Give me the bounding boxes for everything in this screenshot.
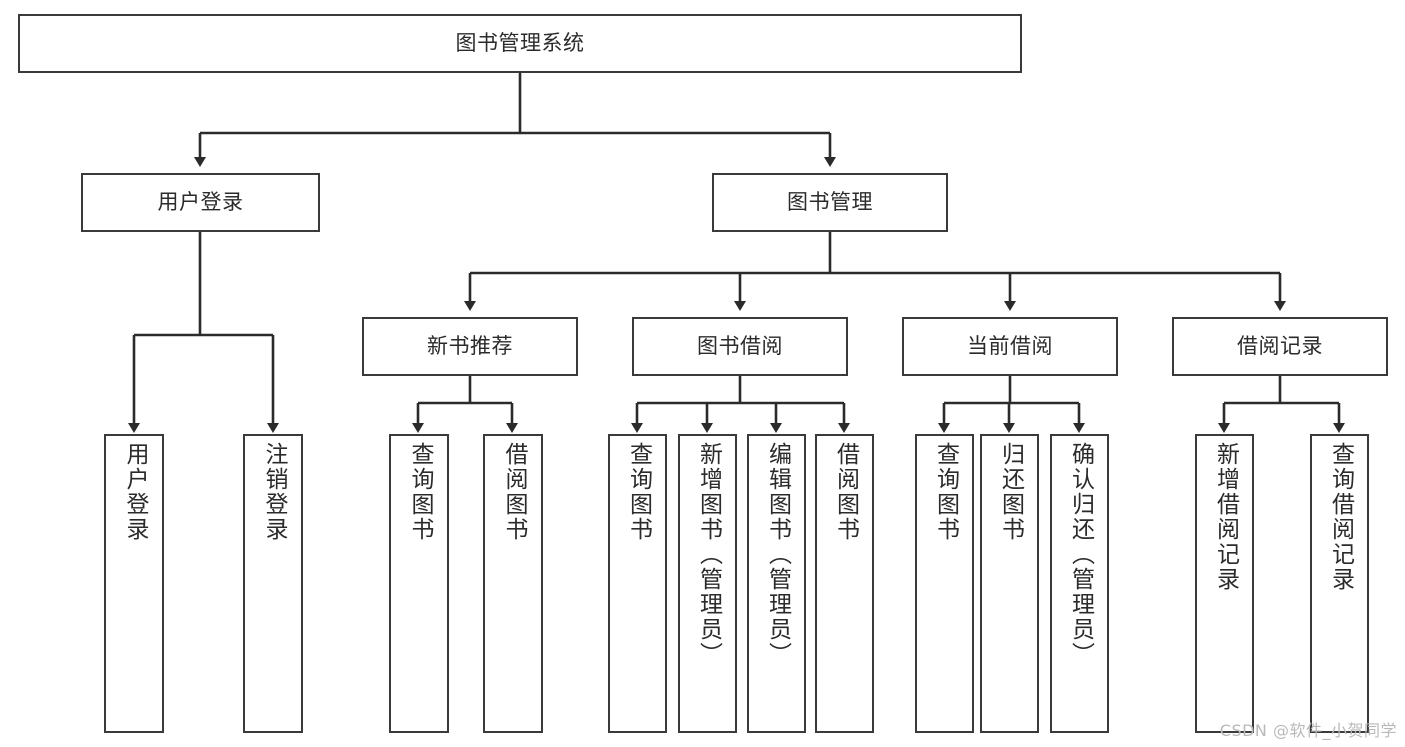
node-leaf-user-logout-label: 注销登录 (260, 442, 287, 542)
node-leaf-user-login-label: 用户登录 (121, 442, 148, 542)
node-leaf-query-book-1[interactable]: 查询图书 (389, 434, 449, 733)
node-root-label: 图书管理系统 (455, 31, 585, 56)
node-user-login[interactable]: 用户登录 (81, 173, 320, 232)
node-borrow-record[interactable]: 借阅记录 (1172, 317, 1388, 376)
node-leaf-edit-book-label: 编辑图书（管理员） (764, 442, 791, 667)
node-leaf-borrow-book-1-label: 借阅图书 (500, 442, 527, 542)
node-leaf-borrow-book-2-label: 借阅图书 (832, 442, 859, 542)
node-new-book-rec-label: 新书推荐 (427, 334, 513, 359)
node-leaf-add-record-label: 新增借阅记录 (1212, 442, 1239, 592)
watermark-text: CSDN @软件_小贺同学 (1219, 721, 1397, 740)
node-leaf-confirm-return-label: 确认归还（管理员） (1067, 442, 1094, 667)
node-book-manage[interactable]: 图书管理 (712, 173, 948, 232)
node-leaf-user-logout[interactable]: 注销登录 (243, 434, 303, 733)
node-leaf-query-record-label: 查询借阅记录 (1327, 442, 1354, 592)
node-leaf-borrow-book-2[interactable]: 借阅图书 (815, 434, 874, 733)
node-leaf-return-book-label: 归还图书 (997, 442, 1024, 542)
node-leaf-user-login[interactable]: 用户登录 (104, 434, 164, 733)
node-leaf-query-book-2[interactable]: 查询图书 (608, 434, 667, 733)
node-leaf-edit-book[interactable]: 编辑图书（管理员） (747, 434, 806, 733)
node-leaf-add-book[interactable]: 新增图书（管理员） (678, 434, 737, 733)
node-current-borrow-label: 当前借阅 (967, 334, 1053, 359)
node-leaf-query-book-3-label: 查询图书 (932, 442, 959, 542)
node-book-manage-label: 图书管理 (787, 190, 873, 215)
node-root[interactable]: 图书管理系统 (18, 14, 1022, 73)
node-new-book-rec[interactable]: 新书推荐 (362, 317, 578, 376)
node-leaf-query-book-2-label: 查询图书 (625, 442, 652, 542)
node-current-borrow[interactable]: 当前借阅 (902, 317, 1118, 376)
node-leaf-borrow-book-1[interactable]: 借阅图书 (483, 434, 543, 733)
node-leaf-add-record[interactable]: 新增借阅记录 (1195, 434, 1254, 733)
node-leaf-confirm-return[interactable]: 确认归还（管理员） (1050, 434, 1109, 733)
node-book-borrow-label: 图书借阅 (697, 334, 783, 359)
node-leaf-add-book-label: 新增图书（管理员） (695, 442, 722, 667)
node-leaf-return-book[interactable]: 归还图书 (980, 434, 1039, 733)
node-user-login-label: 用户登录 (157, 190, 244, 215)
node-leaf-query-record[interactable]: 查询借阅记录 (1310, 434, 1369, 733)
node-borrow-record-label: 借阅记录 (1237, 334, 1323, 359)
node-leaf-query-book-3[interactable]: 查询图书 (915, 434, 974, 733)
node-book-borrow[interactable]: 图书借阅 (632, 317, 848, 376)
node-leaf-query-book-1-label: 查询图书 (406, 442, 433, 542)
